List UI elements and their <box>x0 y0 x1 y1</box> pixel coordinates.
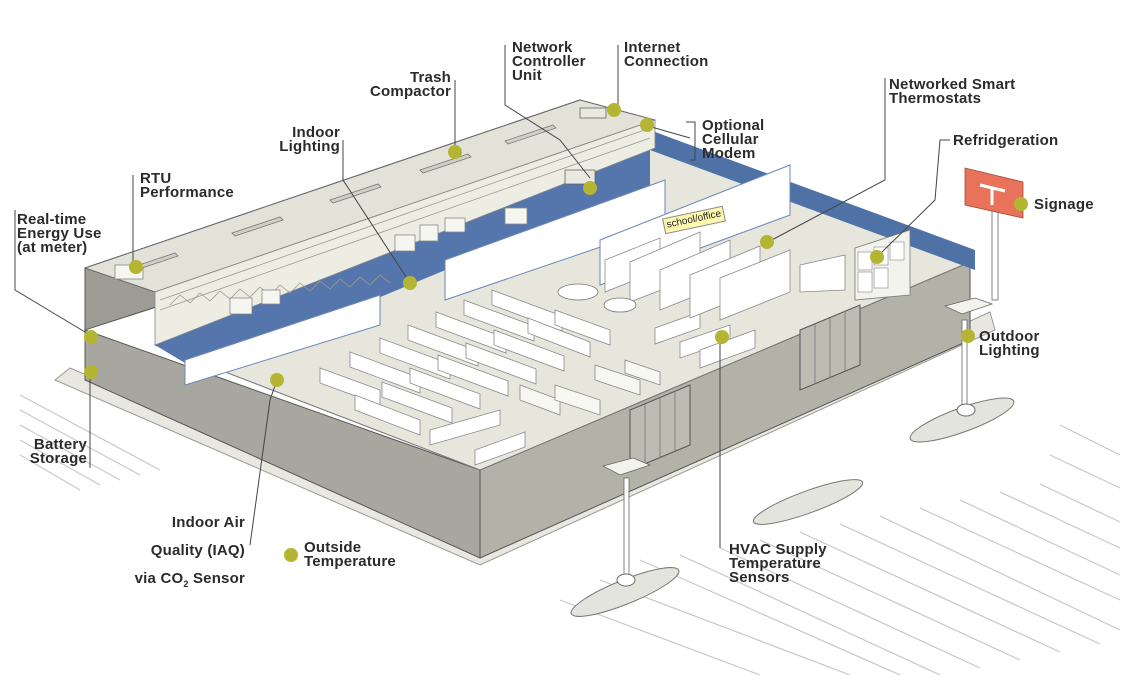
iaq-marker <box>270 373 284 387</box>
iaq-line-3a: via CO <box>134 570 184 587</box>
internet-connection-label: Internet Connection <box>624 39 709 70</box>
refrigeration-label: Refridgeration <box>953 132 1059 149</box>
battery-storage-marker <box>84 365 98 379</box>
signage-marker <box>1014 197 1028 211</box>
outside-temperature-legend-marker <box>284 548 298 562</box>
optional-modem-label: Optional Cellular Modem <box>702 117 765 162</box>
iaq-co2-subscript: 2 <box>183 579 189 589</box>
hvac-supply-label: HVAC Supply Temperature Sensors <box>729 541 827 586</box>
network-controller-label: Network Controller Unit <box>512 39 586 84</box>
thermostats-marker <box>760 235 774 249</box>
iaq-line-1: Indoor Air <box>171 514 245 531</box>
outdoor-light-poles <box>570 297 1015 617</box>
hvac-supply-marker <box>715 330 729 344</box>
rtu-performance-marker <box>129 260 143 274</box>
iaq-label: Indoor Air Quality (IAQ) via CO2 Sensor <box>90 502 245 591</box>
signage-label: Signage <box>1034 196 1094 213</box>
outside-temperature-label: Outside Temperature <box>304 539 396 570</box>
realtime-energy-label: Real-time Energy Use (at meter) <box>17 211 102 256</box>
networked-thermostats-label: Networked Smart Thermostats <box>889 76 1016 107</box>
optional-modem-marker <box>640 118 654 132</box>
store-aisles <box>319 289 756 466</box>
indoor-lighting-label: Indoor Lighting <box>279 124 340 155</box>
outdoor-lighting-label: Outdoor Lighting <box>979 328 1040 359</box>
indoor-lighting-marker <box>403 276 417 290</box>
battery-storage-label: Battery Storage <box>29 436 87 467</box>
trash-compactor-marker <box>448 145 462 159</box>
trash-compactor-label: Trash Compactor <box>370 69 451 100</box>
outdoor-lighting-marker <box>961 329 975 343</box>
realtime-energy-marker <box>84 330 98 344</box>
iaq-line-3b: Sensor <box>188 570 245 587</box>
network-controller-marker <box>583 181 597 195</box>
iaq-line-2: Quality (IAQ) <box>150 542 245 559</box>
refrigeration-marker <box>870 250 884 264</box>
internet-connection-marker <box>607 103 621 117</box>
rtu-performance-label: RTU Performance <box>140 170 234 201</box>
